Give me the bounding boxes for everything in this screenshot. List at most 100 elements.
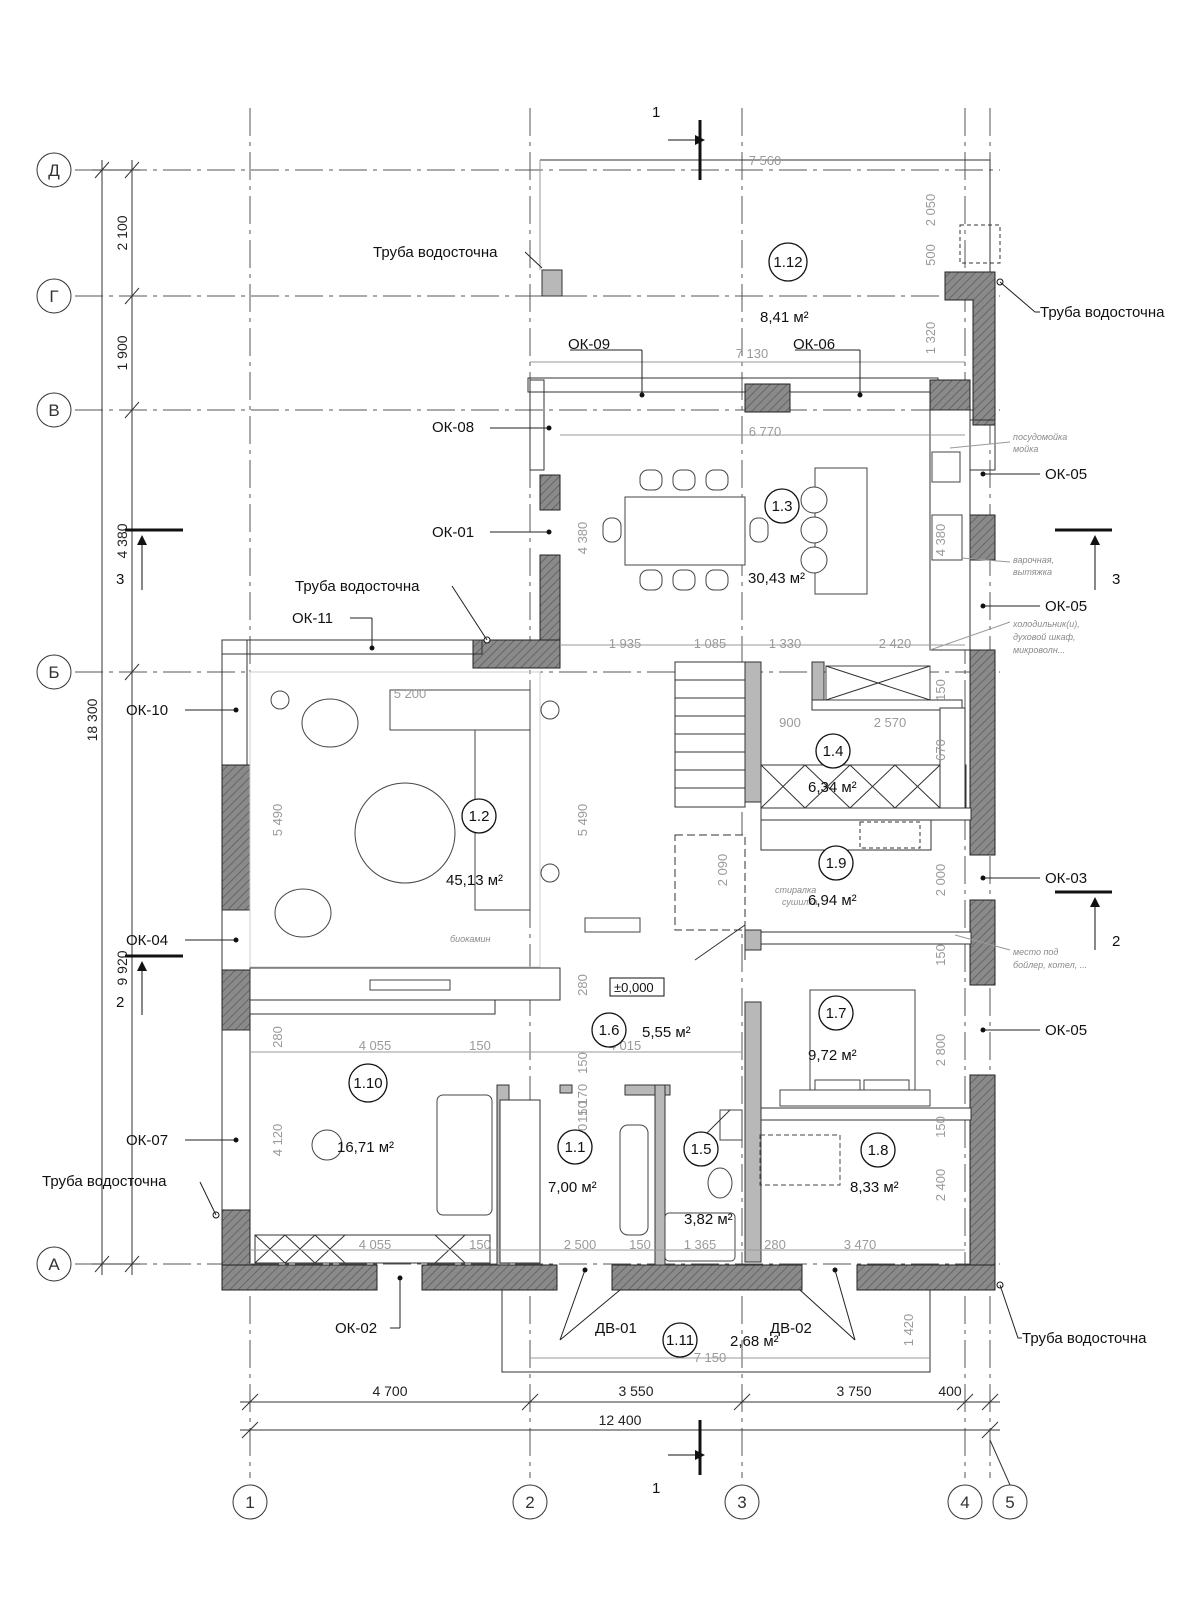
dim-v-3: 5 490 <box>270 804 285 837</box>
room-area-1-8: 8,33 м² <box>850 1179 899 1196</box>
room-area-1-7: 9,72 м² <box>808 1047 857 1064</box>
label-ok-10: ОК-10 <box>126 702 168 719</box>
room-1-7: 1.7 9,72 м² <box>808 995 857 1064</box>
room-1-2: 1.2 45,13 м² <box>446 798 503 889</box>
dim-bottom-5: 1 365 <box>684 1237 717 1252</box>
dim-terrace-side-2: 500 <box>923 244 938 266</box>
stairs <box>674 661 746 961</box>
dim-mid-1: 4 055 <box>359 1038 392 1053</box>
drainpipe-label-top-left: Труба водосточна <box>373 244 498 261</box>
exterior-walls <box>221 271 996 1291</box>
section-marks: 1 1 3 3 2 2 <box>116 104 1120 1497</box>
dim-v-1: 4 380 <box>575 522 590 555</box>
note-dishwasher: посудомойка <box>1013 432 1067 442</box>
axis-marker-3 <box>724 1484 760 1520</box>
room-area-1-5: 3,82 м² <box>684 1211 733 1228</box>
dim-v-12: 2 800 <box>933 1034 948 1067</box>
terrace-top: 7 560 2 050 500 1 320 Труба водосточна <box>373 153 1001 420</box>
room-area-1-3: 30,43 м² <box>748 570 805 587</box>
room-id-1-6: 1.6 <box>599 1022 620 1039</box>
axis-marker-2 <box>512 1484 548 1520</box>
toilet <box>707 1167 733 1199</box>
dim-v-10: 150 <box>575 1101 590 1123</box>
opening-callouts: ОК-09 ОК-06 ОК-08 ОК-01 ОК-11 ОК-10 ОК-0… <box>126 336 1087 1341</box>
note-microwave: микроволн... <box>1013 645 1065 655</box>
dim-v-16: 670 <box>933 739 948 761</box>
dim-v-18: 2 090 <box>715 854 730 887</box>
section-mark-2-left: 2 <box>116 994 124 1011</box>
sofa-back <box>389 689 531 731</box>
axis-label-b: Б <box>48 663 59 682</box>
drainpipe-label-top-right: Труба водосточна <box>1040 304 1165 321</box>
biofireplace <box>369 979 451 991</box>
note-boiler: бойлер, котел, ... <box>1013 960 1087 970</box>
section-mark-1-top: 1 <box>652 104 660 121</box>
dim-bottom-2: 150 <box>469 1237 491 1252</box>
room-id-1-1: 1.1 <box>565 1139 586 1156</box>
axis-marker-a <box>36 1246 72 1282</box>
room-id-1-9: 1.9 <box>826 855 847 872</box>
dim-v-b: 4 380 <box>114 523 130 558</box>
dim-d-g: 2 100 <box>114 215 130 250</box>
label-ok-09: ОК-09 <box>568 336 610 353</box>
axis-label-1: 1 <box>245 1493 254 1512</box>
room-1-11: 1.11 2,68 м² <box>662 1322 779 1358</box>
level-mark-text: ±0,000 <box>614 980 654 995</box>
level-mark: ±0,000 <box>609 977 665 997</box>
dim-1-2: 4 700 <box>372 1383 407 1399</box>
bath-furniture <box>619 1109 743 1262</box>
room-id-1-10: 1.10 <box>353 1075 382 1092</box>
left-dimensions: 18 300 2 100 1 900 4 380 9 920 <box>84 160 140 1275</box>
label-ok-05-c: ОК-05 <box>1045 1022 1087 1039</box>
room-1-9: 1.9 6,94 м² <box>808 845 857 909</box>
dim-kitchen-2: 1 085 <box>694 636 727 651</box>
section-mark-2-right: 2 <box>1112 933 1120 950</box>
label-ok-04: ОК-04 <box>126 932 168 949</box>
dim-terrace-width: 7 560 <box>749 153 782 168</box>
pantry-laundry: стиралка сушилка <box>760 707 967 907</box>
sink <box>931 451 961 483</box>
axis-label-3: 3 <box>737 1493 746 1512</box>
annotations: посудомойка мойка варочная, вытяжка холо… <box>929 432 1087 970</box>
note-dryer: сушилка <box>782 897 818 907</box>
dim-bottom-6: 280 <box>764 1237 786 1252</box>
dim-v-13: 150 <box>933 944 948 966</box>
wash-basin <box>719 1109 743 1141</box>
dim-v-15: 150 <box>933 1116 948 1138</box>
dim-v-2: 4 380 <box>933 524 948 557</box>
bottom-dimensions: 4 700 3 550 3 750 400 12 400 <box>240 1383 1000 1439</box>
note-cooktop: варочная, <box>1013 555 1054 565</box>
note-oven: духовой шкаф, <box>1013 632 1076 642</box>
dim-v-7: 280 <box>270 1026 285 1048</box>
dim-kitchen-3: 1 330 <box>769 636 802 651</box>
room-area-1-2: 45,13 м² <box>446 872 503 889</box>
drainpipe-label-middle: Труба водосточна <box>295 578 420 595</box>
label-ok-05-b: ОК-05 <box>1045 598 1087 615</box>
dim-2-3: 3 550 <box>618 1383 653 1399</box>
dim-row1-b: 6 770 <box>749 424 782 439</box>
room-1-4: 1.4 6,34 м² <box>808 733 857 796</box>
dim-v-6: 280 <box>575 974 590 996</box>
drainpipe-label-bottom-left: Труба водосточна <box>42 1173 167 1190</box>
dim-pantry-2: 2 570 <box>874 715 907 730</box>
room-1-3: 1.3 30,43 м² <box>748 488 805 587</box>
room-area-1-1: 7,00 м² <box>548 1179 597 1196</box>
room-id-1-3: 1.3 <box>772 498 793 515</box>
drainpipes: Труба водосточна Труба водосточна Труба … <box>42 278 1165 1347</box>
room-110-furniture <box>254 1094 541 1264</box>
room-1-6: 1.6 5,55 м² <box>591 1012 691 1048</box>
dim-v-14: 2 400 <box>933 1169 948 1202</box>
dim-bottom-7: 3 470 <box>844 1237 877 1252</box>
room-area-1-11: 2,68 м² <box>730 1333 779 1350</box>
room-area-1-10: 16,71 м² <box>337 1139 394 1156</box>
label-ok-06: ОК-06 <box>793 336 835 353</box>
axis-label-d: Д <box>48 161 60 180</box>
room-1-5: 1.5 3,82 м² <box>683 1131 733 1228</box>
axis-label-a: А <box>48 1255 60 1274</box>
dim-bottom-4: 150 <box>629 1237 651 1252</box>
sofa-110 <box>436 1094 493 1216</box>
dim-g-v: 1 900 <box>114 335 130 370</box>
axis-markers: Д Г В Б А 1 2 3 4 5 <box>36 152 1028 1520</box>
section-mark-1-bottom: 1 <box>652 1480 660 1497</box>
dim-terrace-side-1: 2 050 <box>923 194 938 227</box>
